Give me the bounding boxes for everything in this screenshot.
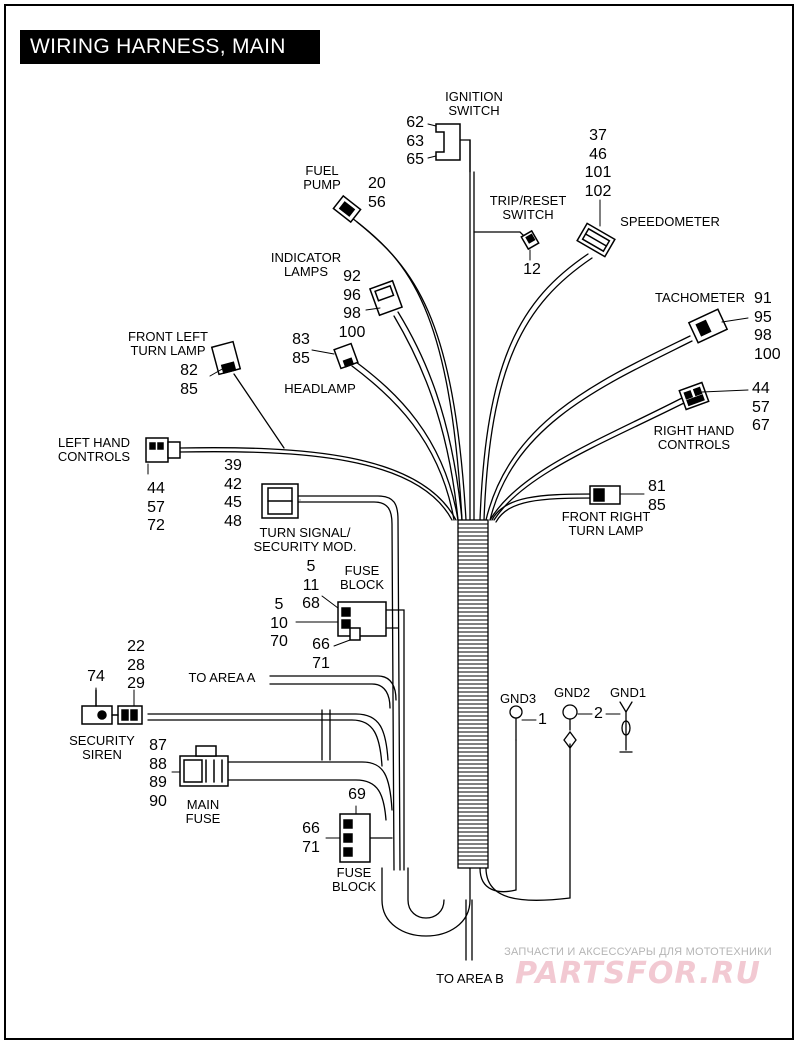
leader-lines [95, 123, 749, 839]
trip-reset-switch-callout: 12 [523, 261, 541, 278]
security-siren-callout: 74 [87, 668, 105, 685]
watermark-logo: PARTSFOR.RU [515, 956, 761, 991]
gnd3-callout: 1 [538, 711, 547, 728]
components [81, 123, 729, 863]
branch-wires [179, 217, 693, 523]
lower-loop-wires [381, 739, 571, 961]
fuse-block-lower-callout-top: 69 [348, 786, 366, 803]
gnd2-callout: 2 [594, 705, 603, 722]
watermark-caption: ЗАПЧАСТИ И АКСЕССУАРЫ ДЛЯ МОТОТЕХНИКИ [504, 946, 772, 958]
diagram-frame [4, 4, 794, 1040]
to-area-b-label: TO AREA B [436, 971, 504, 986]
diagram-title: WIRING HARNESS, MAIN [20, 30, 320, 64]
watermark: ЗАПЧАСТИ И АКСЕССУАРЫ ДЛЯ МОТОТЕХНИКИ PA… [488, 946, 788, 991]
tachometer-label: TACHOMETER [654, 290, 746, 305]
headlamp-label: HEADLAMP [284, 381, 356, 396]
conduit [457, 519, 489, 869]
to-area-a-label: TO AREA A [188, 670, 256, 685]
turn-signal-security-module-label: TURN SIGNAL/SECURITY MOD. [253, 525, 357, 554]
speedometer-label: SPEEDOMETER [620, 214, 720, 229]
ground-terminals [509, 701, 633, 753]
gnd2-label: GND2 [553, 685, 591, 700]
gnd3-label: GND3 [499, 691, 537, 706]
gnd1-label: GND1 [609, 685, 647, 700]
left-bundle-wires [147, 495, 405, 871]
